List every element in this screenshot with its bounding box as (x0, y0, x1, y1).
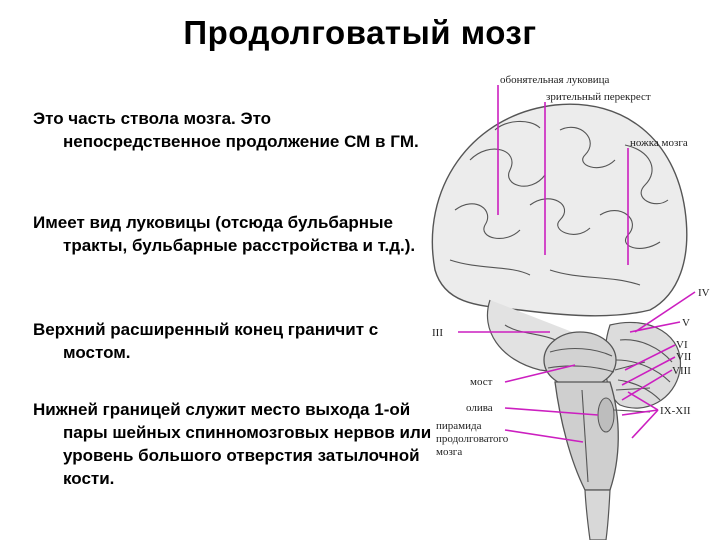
label-nerve-iv: IV (698, 287, 710, 299)
label-nerve-viii: VIII (672, 365, 691, 377)
olive (598, 398, 614, 432)
slide-title: Продолговатый мозг (0, 14, 720, 52)
label-nerve-iii: III (432, 327, 443, 339)
label-pyramid: пирамида (436, 420, 482, 432)
pons (544, 332, 616, 388)
paragraph-definition: Это часть ствола мозга. Это непосредстве… (33, 107, 433, 153)
label-nerve-vi: VI (676, 339, 688, 351)
spinal-cord (585, 490, 610, 540)
label-pyramid-medulla: продолговатого (436, 433, 509, 445)
brain-stem-illustration: обонятельная луковица зрительный перекре… (410, 70, 715, 540)
label-pons: мост (470, 376, 493, 388)
cerebral-hemisphere (432, 104, 686, 316)
label-optic-chiasm: зрительный перекрест (546, 91, 651, 103)
paragraph-upper-border: Верхний расширенный конец граничит с мос… (33, 318, 433, 364)
label-nerve-v: V (682, 317, 690, 329)
paragraph-lower-border: Нижней границей служит место выхода 1-ой… (33, 398, 433, 490)
label-olive: олива (466, 402, 493, 414)
label-pyramid-brain: мозга (436, 446, 462, 458)
label-cerebral-peduncle: ножка мозга (630, 137, 688, 149)
label-nerves-ix-xii: IX-XII (660, 405, 691, 417)
paragraph-shape: Имеет вид луковицы (отсюда бульбарные тр… (33, 211, 433, 257)
label-nerve-vii: VII (676, 351, 692, 363)
medulla-oblongata (555, 382, 618, 490)
label-olfactory-bulb: обонятельная луковица (500, 74, 610, 86)
